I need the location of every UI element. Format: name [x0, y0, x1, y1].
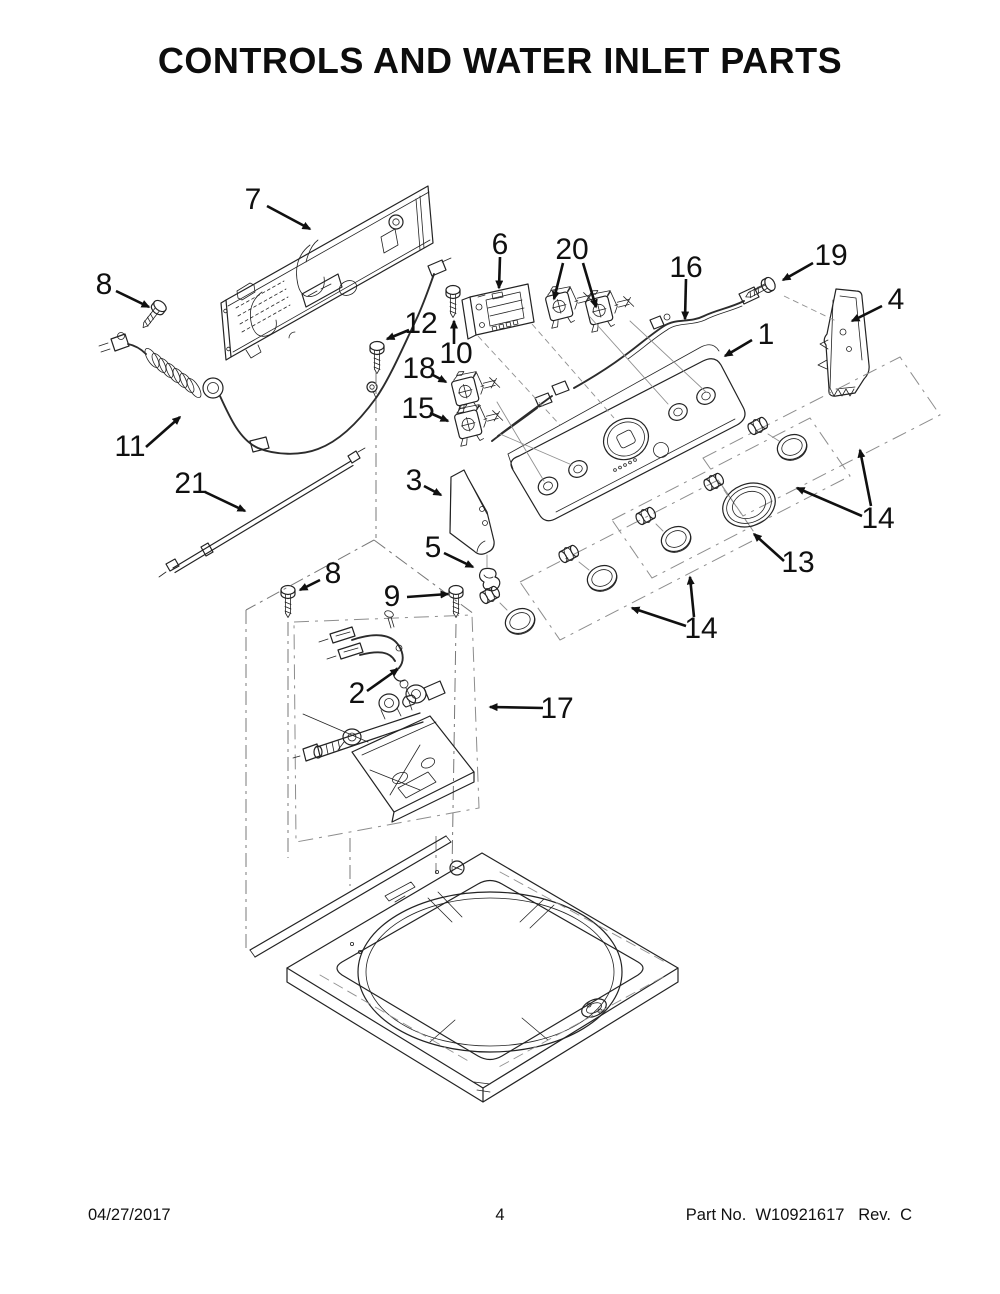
callout-9-label: 9: [384, 580, 401, 613]
knob-clip: [633, 504, 659, 528]
callout-2-label: 2: [349, 677, 366, 710]
control-board: [461, 283, 535, 340]
valve-kit-boundary: [293, 614, 480, 843]
callout-4-arrow: [850, 304, 883, 323]
inlet-valve-assembly: [292, 610, 480, 843]
page-title: CONTROLS AND WATER INLET PARTS: [157, 40, 843, 81]
console-knob-hole: [668, 403, 688, 421]
callout-labels: 7 8 11 12 10 6 20 16 19 4 1 18 15 3 5 21…: [96, 183, 905, 725]
timer-knob: [722, 482, 776, 528]
callout-10-label: 10: [439, 337, 472, 370]
callout-14b-arrow-2: [686, 575, 696, 618]
callout-20-arrow-1: [551, 262, 565, 301]
callout-16-label: 16: [669, 251, 702, 284]
power-cord: [98, 257, 452, 455]
console-panel: [507, 344, 746, 522]
callout-3-label: 3: [406, 464, 423, 497]
callout-6-label: 6: [492, 228, 509, 261]
knob-skirt: [582, 560, 622, 597]
callout-14a-arrow-1: [795, 486, 863, 518]
screw-9: [448, 584, 464, 619]
callout-14a-label: 14: [861, 502, 894, 535]
footer-page-number: 4: [495, 1206, 505, 1224]
screw-10: [445, 284, 461, 319]
callout-8a-label: 8: [96, 268, 113, 301]
callout-7-label: 7: [245, 183, 262, 216]
page-footer: 04/27/2017 4 Part No. W10921617 Rev. C: [0, 1206, 1000, 1230]
switches: [447, 277, 638, 447]
switch-18: [447, 362, 504, 414]
callout-5-arrow: [443, 551, 475, 569]
knob-skirt: [500, 603, 540, 640]
wire-harness: [491, 284, 766, 442]
callout-18-label: 18: [402, 352, 435, 385]
callout-6-arrow: [495, 256, 504, 290]
screw-8b: [280, 584, 296, 619]
callout-14b-label: 14: [684, 612, 717, 645]
callout-15-arrow: [429, 411, 450, 423]
alignment-leaders: [477, 316, 707, 482]
footer-date: 04/27/2017: [88, 1206, 171, 1224]
callout-7-arrow: [266, 204, 312, 231]
washer-top-panel: [249, 835, 679, 1103]
callout-arrows: [115, 204, 883, 712]
callout-19-label: 19: [814, 239, 847, 272]
callout-19-arrow: [781, 261, 814, 282]
callout-18-arrow: [430, 372, 448, 384]
console-knob-hole: [696, 387, 716, 405]
knob-skirt: [656, 521, 696, 558]
callout-11-label: 11: [114, 430, 145, 463]
callout-15-label: 15: [401, 392, 434, 425]
callout-8b-arrow: [298, 578, 321, 592]
callout-21-label: 21: [174, 467, 207, 500]
end-cap-left: [449, 469, 495, 568]
ribbon-cable: [158, 447, 366, 578]
callout-12-label: 12: [404, 307, 437, 340]
knob-skirt: [772, 429, 812, 466]
callout-3-arrow: [423, 484, 443, 497]
callout-13-arrow: [752, 532, 785, 562]
callout-17-arrow: [488, 703, 544, 712]
console-clip: [478, 567, 501, 592]
callout-9-arrow: [406, 590, 450, 599]
callout-8b-label: 8: [325, 557, 342, 590]
callout-5-label: 5: [425, 531, 442, 564]
console-knob-hole: [568, 460, 588, 478]
callout-1-label: 1: [758, 318, 775, 351]
callout-14a-arrow-2: [857, 448, 873, 507]
callout-13-label: 13: [781, 546, 814, 579]
console-rear-panel: [220, 185, 434, 361]
footer-part-number: Part No. W10921617 Rev. C: [685, 1206, 912, 1224]
callout-8a-arrow: [115, 289, 151, 309]
callout-12-arrow: [385, 328, 410, 341]
callout-16-arrow: [681, 278, 690, 321]
callout-20-arrow-2: [581, 262, 598, 309]
construction-lines: [245, 372, 475, 950]
end-cap-right: [783, 288, 870, 397]
callout-21-arrow: [204, 490, 247, 513]
callout-4-label: 4: [888, 283, 905, 316]
callout-11-arrow: [145, 416, 182, 448]
callout-17-label: 17: [540, 692, 573, 725]
callout-14b-arrow-1: [630, 606, 687, 628]
callout-1-arrow: [723, 338, 753, 358]
callout-2-arrow: [366, 667, 400, 693]
screw-12: [369, 340, 385, 375]
knob-clip: [556, 542, 582, 566]
console-knob-hole: [537, 476, 559, 496]
console-timer-knob-hole: [602, 417, 650, 461]
callout-20-label: 20: [555, 233, 588, 266]
